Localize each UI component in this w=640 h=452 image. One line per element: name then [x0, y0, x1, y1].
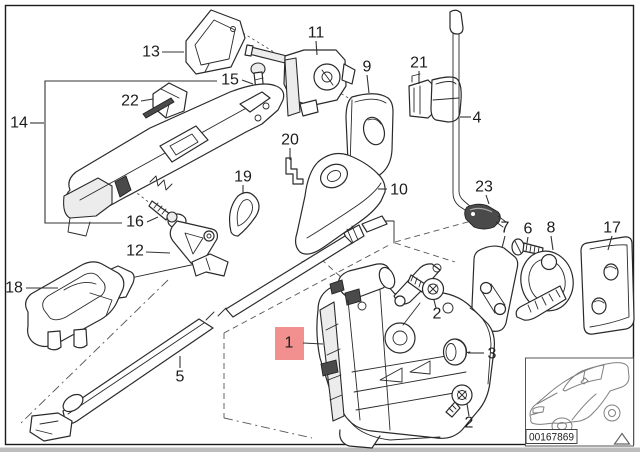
part-label-4[interactable]: 4 — [473, 110, 482, 127]
part-18-interior-handle-drawing — [25, 261, 135, 351]
part-label-19[interactable]: 19 — [234, 169, 252, 186]
diagram-code: 00167869 — [529, 432, 574, 444]
part-label-20[interactable]: 20 — [281, 132, 299, 149]
part-label-9[interactable]: 9 — [363, 59, 372, 76]
leader-line-17 — [607, 235, 613, 251]
part-label-6[interactable]: 6 — [524, 221, 533, 238]
part-4-rod-drawing — [449, 9, 472, 213]
part-7-striker-cover-drawing — [471, 245, 519, 332]
part-label-17[interactable]: 17 — [603, 220, 621, 237]
part-label-21[interactable]: 21 — [410, 55, 428, 72]
part-label-11[interactable]: 11 — [308, 25, 325, 42]
part-22-plate-pin-drawing — [142, 82, 188, 119]
part-label-23[interactable]: 23 — [475, 179, 493, 196]
leader-line-9 — [366, 74, 370, 94]
highlight-box — [275, 327, 304, 360]
part-label-13[interactable]: 13 — [142, 44, 160, 61]
page-bottom-edge — [0, 447, 640, 452]
car-illustration — [529, 362, 630, 435]
part-label-8[interactable]: 8 — [547, 220, 556, 237]
bracket-part-14 — [44, 80, 217, 224]
part-5-bar-drawing — [29, 235, 353, 442]
leader-line-12 — [145, 251, 171, 254]
leader-line-22 — [140, 98, 154, 102]
diagram-code-box — [525, 429, 578, 444]
part-label-2[interactable]: 2 — [433, 306, 442, 323]
leader-line-11 — [315, 40, 318, 56]
part-20-clip-drawing — [285, 157, 304, 185]
part-14-handle-carrier-drawing — [63, 83, 285, 237]
leader-line-2 — [433, 299, 437, 309]
part-label-10[interactable]: 10 — [390, 182, 408, 199]
leader-line-16 — [146, 216, 159, 223]
part-label-7[interactable]: 7 — [501, 220, 510, 237]
part-label-12[interactable]: 12 — [126, 243, 144, 260]
part-label-1[interactable]: 1 — [285, 335, 294, 352]
leader-line-23 — [485, 194, 490, 205]
part-label-2[interactable]: 2 — [465, 415, 474, 432]
part-21-button-drawing — [408, 73, 462, 123]
part-label-3[interactable]: 3 — [488, 346, 497, 363]
leader-line-15 — [241, 79, 254, 85]
part-1-lock-actuator-drawing — [316, 263, 495, 449]
part-16-screw-washer-drawing — [148, 200, 187, 229]
leader-line-2 — [466, 403, 470, 417]
part-10-handle-grip-drawing — [294, 152, 386, 255]
part-label-14[interactable]: 14 — [10, 115, 28, 132]
part-13-cover-plate-drawing — [185, 9, 246, 75]
part-label-18[interactable]: 18 — [5, 280, 23, 297]
part-label-16[interactable]: 16 — [126, 214, 144, 231]
part-11-lock-cylinder-drawing — [244, 44, 356, 117]
part-17-gasket-pad-drawing — [580, 236, 635, 335]
part-label-5[interactable]: 5 — [176, 369, 185, 386]
part-3-grommet-drawing — [442, 338, 468, 366]
part-2-screw-b-drawing — [445, 384, 473, 418]
part-19-loop-clip-drawing — [228, 191, 260, 237]
part-label-15[interactable]: 15 — [221, 72, 239, 89]
leader-line-7 — [501, 235, 506, 249]
leader-line-8 — [550, 235, 554, 251]
part-8-striker-drawing — [515, 250, 574, 321]
part-2-screw-a-drawing — [407, 274, 445, 301]
part-label-22[interactable]: 22 — [121, 93, 139, 110]
part-12-bracket-drawing — [169, 220, 229, 277]
leader-line-1 — [302, 342, 324, 345]
diagram-border — [4, 4, 635, 446]
part-23-connector-drawing — [464, 203, 507, 230]
vehicle-inset: 00167869 — [525, 357, 634, 447]
warning-triangle-icon — [613, 432, 631, 445]
leader-line-6 — [526, 236, 529, 244]
